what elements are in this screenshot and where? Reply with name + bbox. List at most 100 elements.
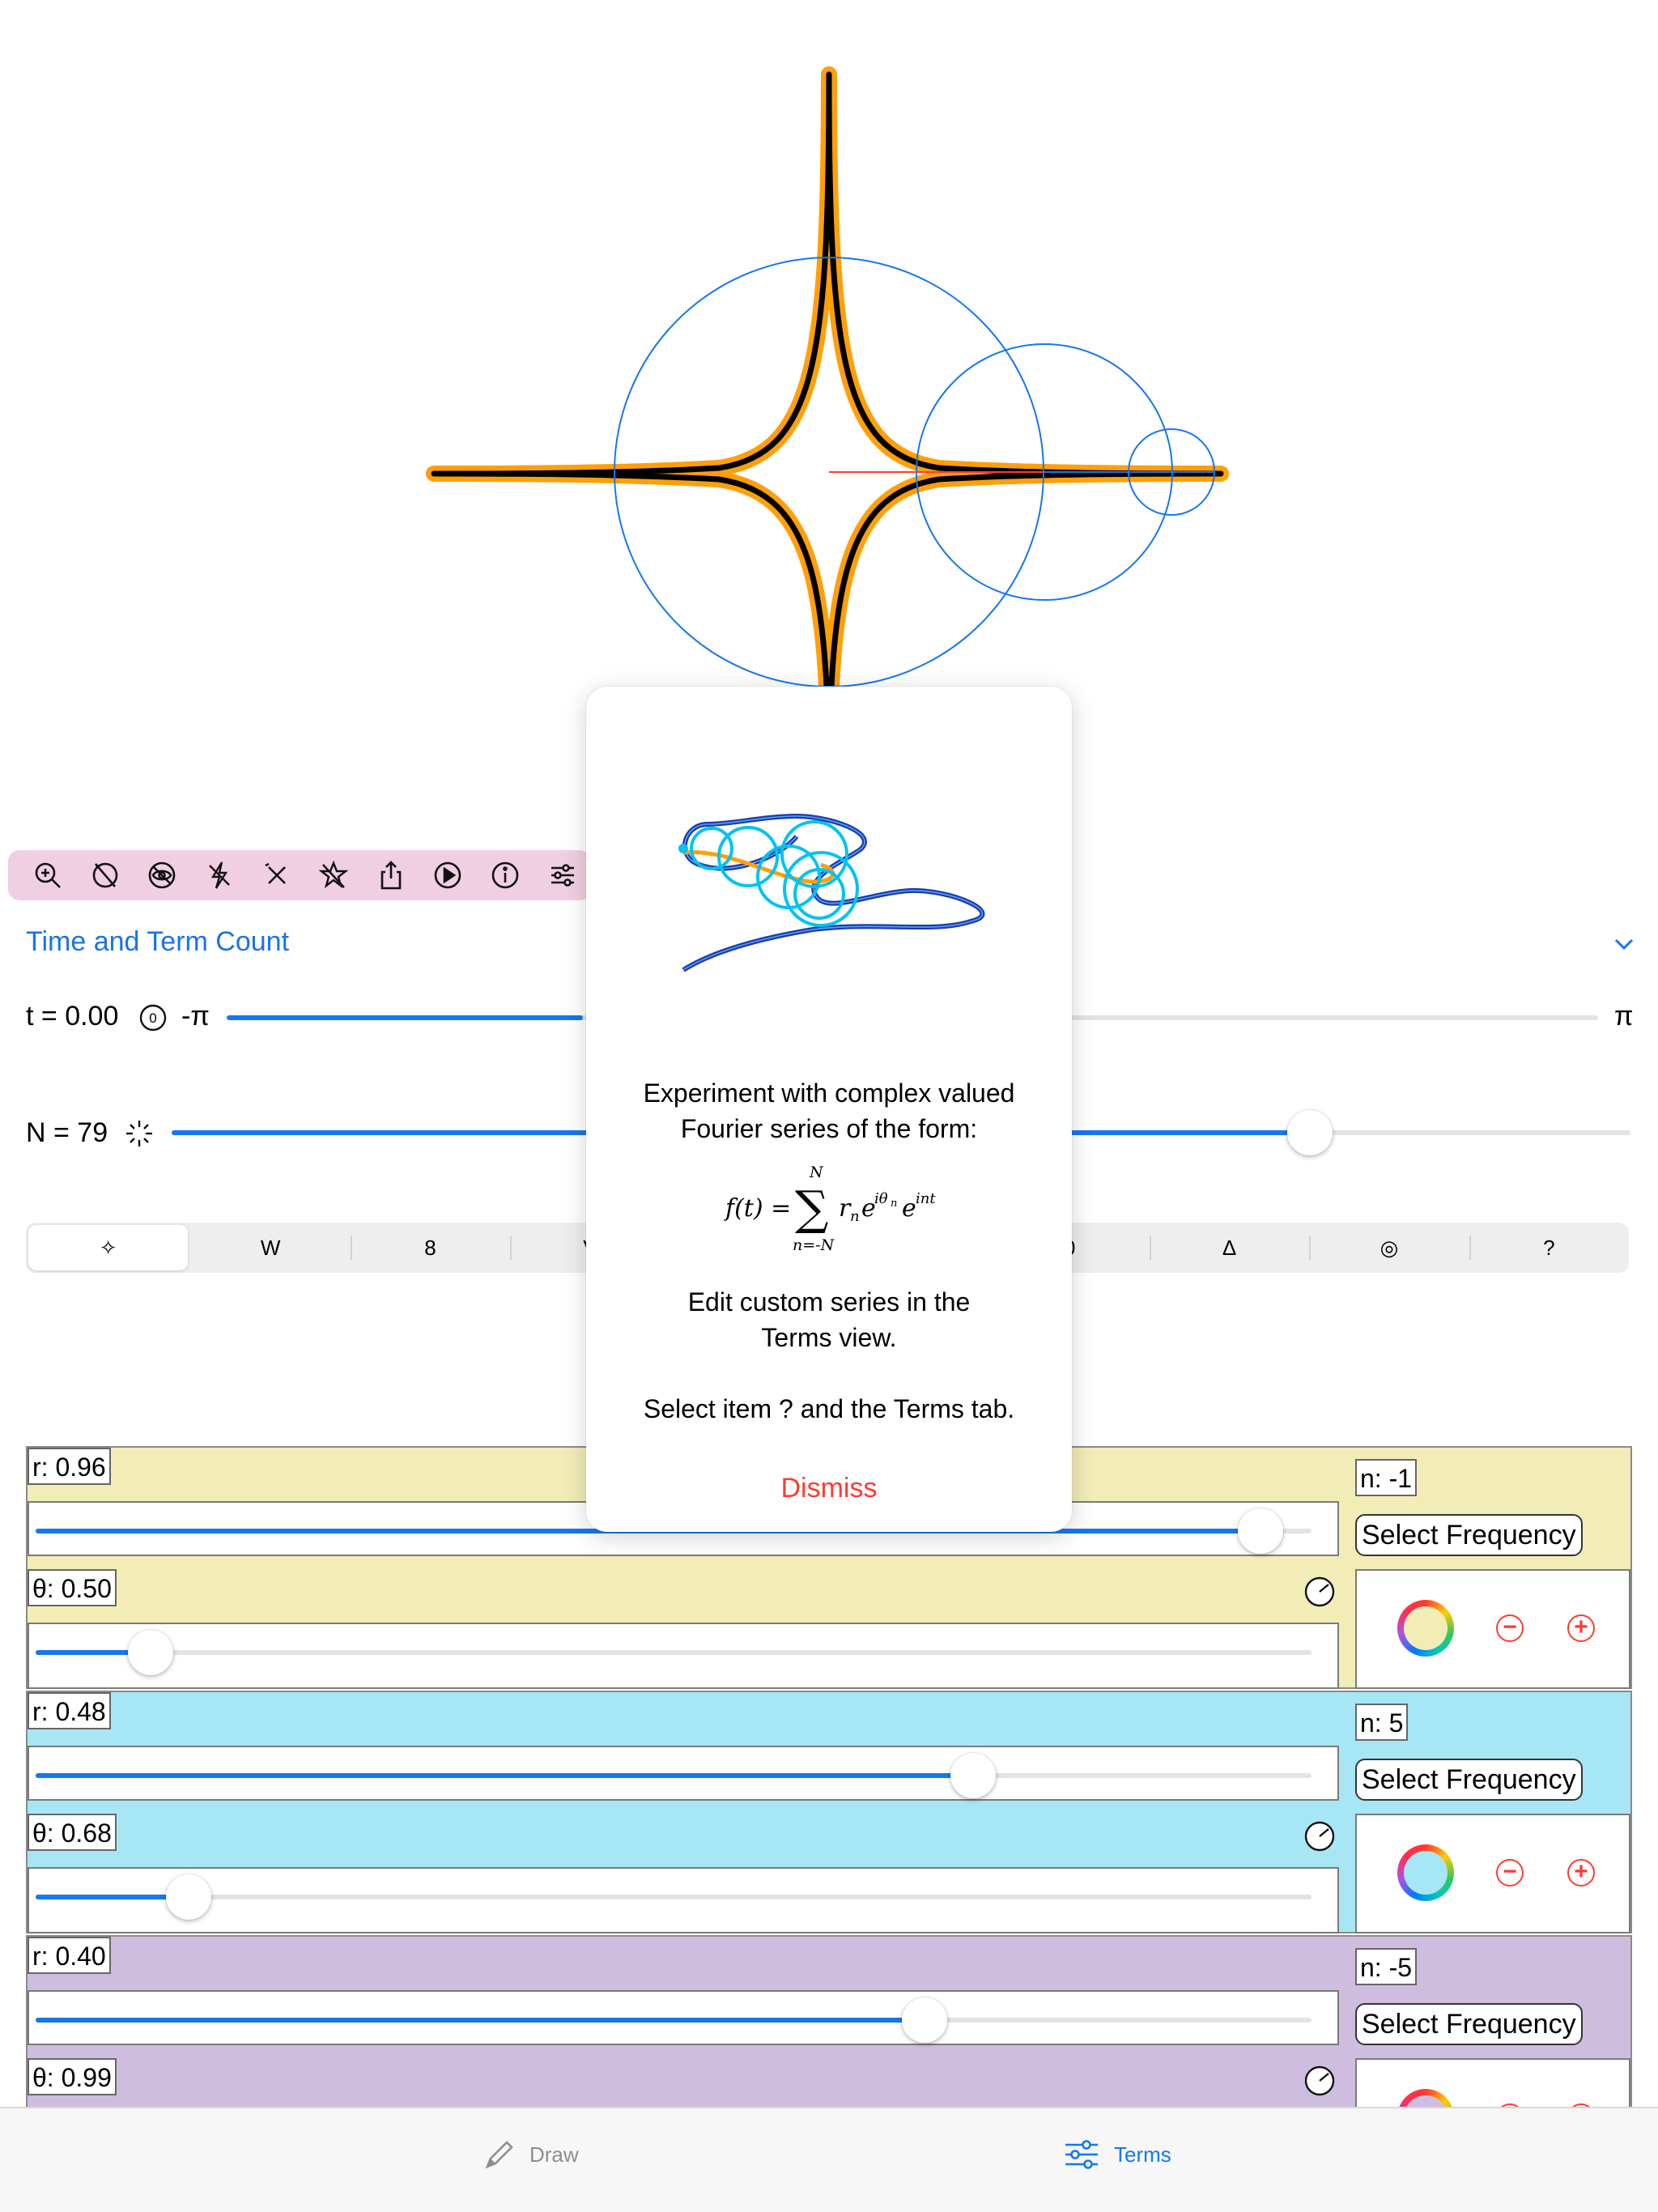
color-cell: −+ [1355,1814,1630,1933]
angle-slider-fill [36,1650,151,1655]
angle-slider-knob[interactable] [166,1874,211,1920]
color-picker[interactable] [1397,1844,1454,1901]
angle-slider-fill [36,1895,189,1899]
radius-slider-knob[interactable] [902,1997,947,2043]
share-icon [380,861,402,890]
formula-upper: N [809,1163,824,1181]
radius-label: r: 0.40 [28,1937,111,1974]
formula-r-sub: n [850,1208,860,1225]
hide-icon [149,861,176,889]
angle-slider[interactable] [36,1630,1312,1675]
formula-r: r [839,1194,852,1223]
tab-terms[interactable]: Terms [1062,2138,1171,2172]
dialog-line-5: Select item ? and the Terms tab. [643,1394,1015,1423]
formula-e1-sup: iθ [874,1190,888,1207]
time-min-label: -π [181,1001,210,1032]
play-button[interactable] [419,850,477,900]
remove-term-icon[interactable]: − [1496,1614,1524,1642]
radius-label: r: 0.96 [28,1448,111,1485]
color-swatch [1404,1606,1448,1650]
clear-star-button[interactable] [305,850,363,900]
zoom-icon [35,862,62,888]
play-icon [435,861,461,889]
reset-time-icon[interactable]: 0 [138,1002,168,1033]
formula-e1: e [861,1194,876,1223]
dialog-line-1: Experiment with complex valued [643,1078,1015,1108]
astroid-curve [431,71,1224,810]
radius-slider-knob[interactable] [1238,1508,1283,1554]
fourier-illustration [678,813,985,972]
sliders-icon [1065,2140,1098,2169]
add-term-icon[interactable]: + [1567,1859,1595,1887]
clear-star-icon [318,860,349,889]
hide-button[interactable] [134,850,191,900]
frequency-label: n: -1 [1355,1459,1418,1496]
add-term-icon[interactable]: + [1567,1614,1595,1642]
preset-option[interactable]: W [260,1235,281,1260]
color-cell: −+ [1355,1569,1630,1689]
preset-option[interactable]: ◎ [1309,1223,1469,1273]
time-label: t = 0.00 [26,1001,119,1032]
no-flash-button[interactable] [191,850,249,900]
frequency-label: n: -5 [1355,1948,1418,1985]
share-button[interactable] [363,850,420,900]
radius-slider[interactable] [36,1753,1312,1798]
section-title[interactable]: Time and Term Count [26,926,290,957]
no-rotation-button[interactable] [77,850,134,900]
formula-e2-sup: int [916,1190,936,1207]
term-count-slider-knob[interactable] [1287,1110,1333,1155]
term-count-label: N = 79 [26,1117,108,1148]
preset-option[interactable]: Δ [1149,1223,1309,1273]
dialog-line-4: Terms view. [761,1323,897,1352]
frequency-label: n: 5 [1355,1704,1409,1741]
angle-dial-icon[interactable] [1303,2065,1336,2097]
color-swatch [1404,1851,1448,1895]
angle-slider-well [28,1867,1339,1933]
angle-label: θ: 0.99 [28,2058,117,2095]
radius-slider-well [28,1990,1339,2045]
time-slider-fill [227,1015,583,1020]
sparkle-icon[interactable] [123,1117,155,1150]
radius-slider-knob[interactable] [950,1753,996,1798]
zoom-button[interactable] [19,850,77,900]
preset-option[interactable]: 8 [350,1223,510,1273]
no-flash-icon [209,861,230,889]
formula-lhs: f(t) = [724,1194,791,1223]
cross-icon [265,862,286,884]
angle-dial-icon[interactable] [1303,1820,1336,1853]
welcome-dialog: Experiment with complex valued Fourier s… [586,687,1072,1532]
cross-button[interactable] [248,850,305,900]
radius-slider-fill [36,1773,973,1778]
sliders-icon [551,864,574,887]
radius-slider[interactable] [36,1997,1312,2043]
fourier-formula: f(t) = N ∑ n=-N r n e iθ n e int [724,1163,936,1253]
angle-dial-icon[interactable] [1303,1576,1336,1608]
dialog-line-3: Edit custom series in the [687,1287,971,1317]
chevron-down-icon[interactable] [1609,929,1639,959]
tab-draw[interactable]: Draw [483,2138,579,2172]
toolbar [8,850,591,900]
tab-terms-label: Terms [1114,2142,1171,2167]
angle-slider-well [28,1623,1339,1689]
select-frequency-button[interactable]: Select Frequency [1355,1759,1583,1801]
formula-lower: n=-N [793,1236,835,1253]
sliders-button[interactable] [534,850,591,900]
angle-slider[interactable] [36,1874,1312,1920]
preset-option[interactable]: ✧ [28,1225,189,1270]
select-frequency-button[interactable]: Select Frequency [1355,1514,1583,1556]
remove-term-icon[interactable]: − [1496,1859,1524,1887]
tab-bar: Draw Terms [0,2107,1658,2212]
info-icon [491,861,519,889]
preset-option[interactable]: ? [1469,1223,1629,1273]
formula-sigma: ∑ [795,1180,828,1236]
radius-slider-well [28,1746,1339,1801]
info-button[interactable] [477,850,534,900]
dismiss-button[interactable]: Dismiss [586,1464,1072,1512]
color-picker[interactable] [1397,1600,1454,1657]
angle-label: θ: 0.68 [28,1814,117,1851]
angle-slider-knob[interactable] [128,1630,173,1675]
pencil-icon [485,2141,513,2169]
select-frequency-button[interactable]: Select Frequency [1355,2003,1583,2045]
formula-e1-sup-sub: n [891,1197,897,1210]
